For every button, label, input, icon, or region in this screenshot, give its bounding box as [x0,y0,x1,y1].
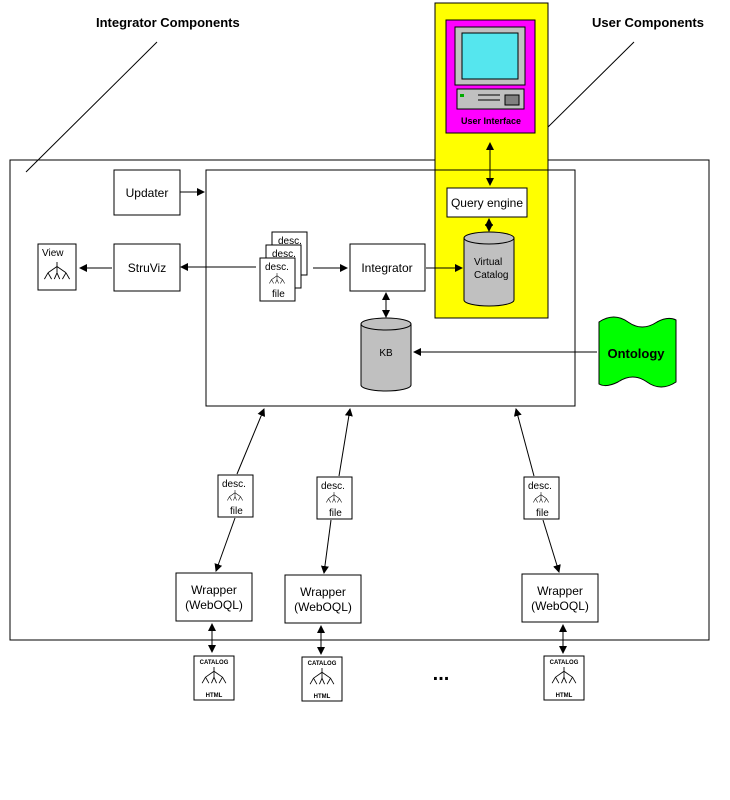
wrapper-3-line1: Wrapper [537,584,583,598]
catalog-3-top: CATALOG [550,660,579,666]
kb-label: KB [379,348,393,359]
desc-file-1[interactable]: desc. file [217,474,254,518]
desc-file-stack[interactable]: desc. desc. desc. file [259,231,308,302]
wrapper-2-line2: (WebOQL) [294,600,352,614]
struviz-label: StruViz [128,261,166,275]
user-interface-label: User Interface [461,116,521,126]
query-engine[interactable]: Query engine [446,187,528,218]
view-label: View [42,248,64,259]
integrator-frame [9,159,710,641]
desc-file-1-line1: desc. [222,479,246,490]
catalog-1-bottom: HTML [206,693,223,699]
catalog-3-bottom: HTML [556,693,573,699]
wrapper-1[interactable]: Wrapper (WebOQL) [175,572,253,622]
query-engine-label: Query engine [451,196,523,210]
desc3-wrapper-arrow [542,519,561,573]
integrator-components-heading: Integrator Components [96,15,240,30]
wrapper-3-line2: (WebOQL) [531,599,589,613]
desc-stack-label-front: desc. [265,262,289,273]
catalog-2-bottom: HTML [314,694,331,700]
virtual-catalog[interactable]: Virtual Catalog [463,231,515,307]
virtual-catalog-label-1: Virtual [474,257,502,268]
user-components-heading: User Components [592,15,704,30]
integrator-label: Integrator [361,261,412,275]
desc-file-2-line2: file [329,508,342,519]
computer-icon [454,26,526,110]
desc3-core-arrow [513,408,535,477]
desc-file-2[interactable]: desc. file [316,476,353,520]
struviz[interactable]: StruViz [113,243,181,292]
integrator-heading-leader [25,41,158,173]
integrator[interactable]: Integrator [349,243,426,292]
wrapper-1-line2: (WebOQL) [185,598,243,612]
view[interactable]: View [37,243,77,291]
desc-stack-label-mid: desc. [272,249,296,260]
desc1-core-arrow [236,408,266,475]
desc1-wrapper-arrow [214,517,236,572]
user-interface[interactable]: User Interface [445,19,536,134]
wrapper-2-line1: Wrapper [300,585,346,599]
desc-stack-file-label: file [272,289,285,300]
desc-file-2-line1: desc. [321,481,345,492]
catalog-html-2[interactable]: CATALOG HTML [301,656,343,702]
desc-stack-label-back: desc. [278,236,302,247]
catalog-html-3[interactable]: CATALOG HTML [543,655,585,701]
ontology[interactable]: Ontology [598,316,677,388]
ellipsis: ... [433,663,450,685]
catalog-1-top: CATALOG [200,660,229,666]
wrapper-2[interactable]: Wrapper (WebOQL) [284,574,362,624]
desc2-wrapper-arrow [320,519,332,574]
virtual-catalog-label-2: Catalog [474,270,508,281]
core-box [205,169,576,407]
catalog-2-top: CATALOG [308,661,337,667]
desc-file-3-line2: file [536,508,549,519]
desc-file-3[interactable]: desc. file [523,476,560,520]
updater[interactable]: Updater [113,169,181,216]
desc-file-1-line2: file [230,506,243,517]
user-heading-leader [542,41,635,133]
updater-label: Updater [126,186,169,200]
ontology-label: Ontology [607,346,665,361]
catalog-html-1[interactable]: CATALOG HTML [193,655,235,701]
wrapper-1-line1: Wrapper [191,583,237,597]
wrapper-3[interactable]: Wrapper (WebOQL) [521,573,599,623]
desc2-core-arrow [338,408,353,477]
desc-file-3-line1: desc. [528,481,552,492]
kb[interactable]: KB [360,317,412,392]
